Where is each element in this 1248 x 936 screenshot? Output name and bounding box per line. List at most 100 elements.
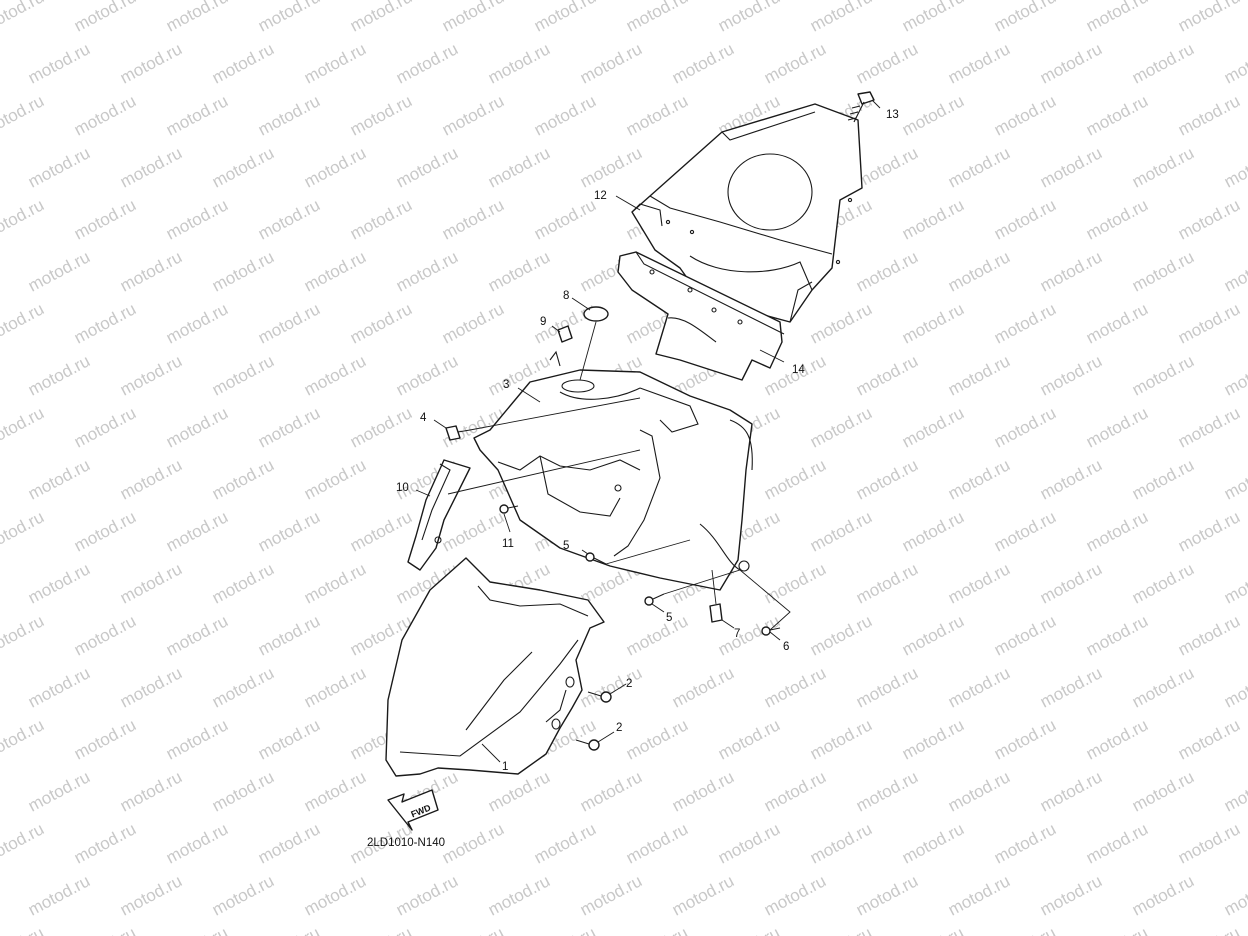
- watermark-text: motod.ru: [209, 143, 277, 191]
- watermark-text: motod.ru: [0, 715, 47, 763]
- watermark-text: motod.ru: [945, 559, 1013, 607]
- watermark-text: motod.ru: [117, 247, 185, 295]
- watermark-text: motod.ru: [853, 663, 921, 711]
- watermark-text: motod.ru: [1129, 39, 1197, 87]
- watermark-text: motod.ru: [899, 715, 967, 763]
- watermark-text: motod.ru: [485, 39, 553, 87]
- watermark-text: motod.ru: [25, 663, 93, 711]
- watermark-text: motod.ru: [531, 923, 599, 936]
- callout-10: 10: [396, 482, 409, 494]
- watermark-text: motod.ru: [0, 507, 47, 555]
- watermark-text: motod.ru: [715, 715, 783, 763]
- watermark-text: motod.ru: [0, 351, 1, 399]
- watermark-text: motod.ru: [807, 0, 875, 36]
- callout-6: 6: [783, 641, 789, 653]
- watermark-text: motod.ru: [807, 403, 875, 451]
- watermark-text: motod.ru: [301, 455, 369, 503]
- watermark-text: motod.ru: [393, 39, 461, 87]
- watermark-text: motod.ru: [1037, 559, 1105, 607]
- watermark-text: motod.ru: [899, 923, 967, 936]
- watermark-text: motod.ru: [1083, 611, 1151, 659]
- watermark-text: motod.ru: [1083, 715, 1151, 763]
- watermark-text: motod.ru: [0, 403, 47, 451]
- screw-5a-icon: [585, 552, 607, 565]
- watermark-text: motod.ru: [347, 91, 415, 139]
- watermark-text: motod.ru: [209, 767, 277, 815]
- watermark-text: motod.ru: [71, 0, 139, 36]
- watermark-text: motod.ru: [255, 715, 323, 763]
- watermark-text: motod.ru: [623, 923, 691, 936]
- watermark-text: motod.ru: [485, 247, 553, 295]
- watermark-text: motod.ru: [1129, 351, 1197, 399]
- watermark-text: motod.ru: [807, 507, 875, 555]
- watermark-text: motod.ru: [25, 143, 93, 191]
- watermark-text: motod.ru: [853, 247, 921, 295]
- watermark-text: motod.ru: [623, 611, 691, 659]
- watermark-text: motod.ru: [623, 0, 691, 36]
- watermark-text: motod.ru: [991, 0, 1059, 36]
- watermark-text: motod.ru: [1083, 0, 1151, 36]
- watermark-text: motod.ru: [301, 39, 369, 87]
- screw-11-icon: [499, 504, 519, 514]
- watermark-text: motod.ru: [899, 299, 967, 347]
- watermark-text: motod.ru: [1221, 143, 1248, 191]
- watermark-text: motod.ru: [439, 507, 507, 555]
- watermark-text: motod.ru: [577, 767, 645, 815]
- watermark-text: motod.ru: [25, 455, 93, 503]
- watermark-text: motod.ru: [255, 299, 323, 347]
- bolt-4-icon: [445, 425, 471, 441]
- watermark-text: motod.ru: [761, 767, 829, 815]
- watermark-text: motod.ru: [577, 143, 645, 191]
- watermark-text: motod.ru: [945, 39, 1013, 87]
- watermark-text: motod.ru: [991, 611, 1059, 659]
- watermark-text: motod.ru: [0, 663, 1, 711]
- watermark-text: motod.ru: [531, 195, 599, 243]
- watermark-text: motod.ru: [71, 299, 139, 347]
- watermark-text: motod.ru: [0, 767, 1, 815]
- watermark-text: motod.ru: [25, 39, 93, 87]
- watermark-text: motod.ru: [1129, 663, 1197, 711]
- watermark-text: motod.ru: [1221, 559, 1248, 607]
- watermark-text: motod.ru: [393, 247, 461, 295]
- watermark-text: motod.ru: [853, 767, 921, 815]
- watermark-text: motod.ru: [163, 299, 231, 347]
- watermark-text: motod.ru: [853, 559, 921, 607]
- watermark-text: motod.ru: [1037, 767, 1105, 815]
- watermark-text: motod.ru: [439, 91, 507, 139]
- watermark-text: motod.ru: [669, 871, 737, 919]
- watermark-text: motod.ru: [301, 559, 369, 607]
- watermark-text: motod.ru: [347, 923, 415, 936]
- watermark-text: motod.ru: [761, 871, 829, 919]
- watermark-text: motod.ru: [163, 611, 231, 659]
- watermark-text: motod.ru: [1037, 871, 1105, 919]
- watermark-text: motod.ru: [25, 247, 93, 295]
- watermark-text: motod.ru: [761, 39, 829, 87]
- callout-2a: 2: [626, 678, 632, 690]
- watermark-text: motod.ru: [899, 0, 967, 36]
- callout-5a: 5: [563, 540, 569, 552]
- watermark-text: motod.ru: [807, 611, 875, 659]
- watermark-text: motod.ru: [209, 663, 277, 711]
- watermark-text: motod.ru: [25, 559, 93, 607]
- leader-lines: [415, 99, 881, 763]
- callout-8: 8: [563, 290, 569, 302]
- watermark-text: motod.ru: [117, 663, 185, 711]
- watermark-text: motod.ru: [117, 39, 185, 87]
- watermark-text: motod.ru: [347, 299, 415, 347]
- screw-2a-icon: [587, 691, 612, 703]
- watermark-text: motod.ru: [531, 0, 599, 36]
- part-3-front-cover: [473, 369, 753, 591]
- watermark-text: motod.ru: [1037, 143, 1105, 191]
- watermark-text: motod.ru: [0, 819, 47, 867]
- watermark-text: motod.ru: [1037, 663, 1105, 711]
- bolt-13-icon: [847, 91, 875, 123]
- watermark-text: motod.ru: [1083, 403, 1151, 451]
- watermark-text: motod.ru: [807, 299, 875, 347]
- watermark-text: motod.ru: [853, 143, 921, 191]
- watermark-text: motod.ru: [991, 819, 1059, 867]
- watermark-text: motod.ru: [1129, 455, 1197, 503]
- watermark-text: motod.ru: [1129, 871, 1197, 919]
- watermark-text: motod.ru: [577, 663, 645, 711]
- watermark-text: motod.ru: [0, 247, 1, 295]
- diagram-code: 2LD1010-N140: [367, 837, 445, 849]
